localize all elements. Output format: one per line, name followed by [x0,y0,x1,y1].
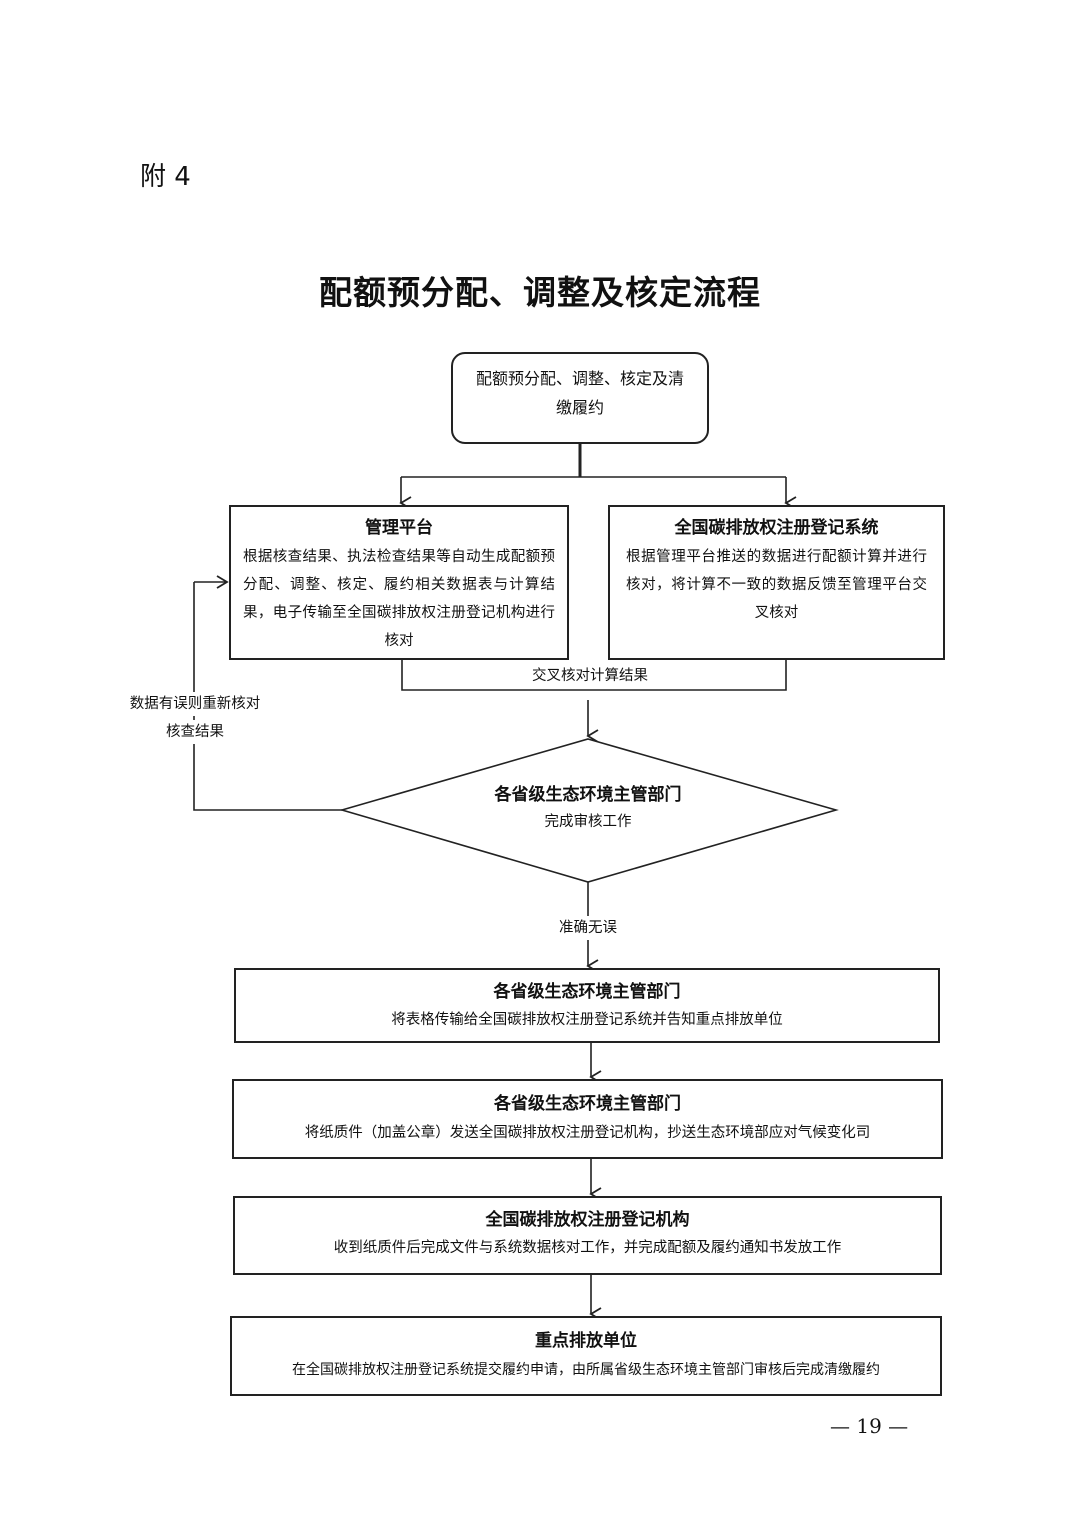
connector-merge-bracket [401,659,787,691]
start-node-text: 配额预分配、调整、核定及清缴履约 [475,369,684,417]
step3-node: 全国碳排放权注册登记机构 收到纸质件后完成文件与系统数据核对工作，并完成配额及履… [233,1196,942,1275]
step4-text: 在全国碳排放权注册登记系统提交履约申请，由所属省级生态环境主管部门审核后完成清缴… [292,1362,880,1378]
step3-text: 收到纸质件后完成文件与系统数据核对工作，并完成配额及履约通知书发放工作 [333,1240,842,1256]
start-node: 配额预分配、调整、核定及清缴履约 [451,352,709,444]
accurate-label: 准确无误 [530,916,646,940]
page-number: — 19 — [830,1414,909,1438]
platform-node: 管理平台 根据核查结果、执法检查结果等自动生成配额预分配、调整、核定、履约相关数… [229,505,569,660]
step4-title: 重点排放单位 [535,1331,637,1351]
cross-check-label: 交叉核对计算结果 [532,668,648,684]
decision-title: 各省级生态环境主管部门 [494,785,682,805]
page-title: 配额预分配、调整及核定流程 [319,273,761,312]
annex-label: 附 4 [140,162,191,192]
step1-title: 各省级生态环境主管部门 [493,982,681,1002]
feedback-label-line1: 数据有误则重新核对 [110,692,280,716]
decision-text: 完成审核工作 [544,814,632,830]
step2-text: 将纸质件（加盖公章）发送全国碳排放权注册登记机构，抄送生态环境部应对气候变化司 [304,1125,871,1141]
feedback-loop-line [193,582,342,811]
step4-node: 重点排放单位 在全国碳排放权注册登记系统提交履约申请，由所属省级生态环境主管部门… [230,1316,942,1396]
step1-node: 各省级生态环境主管部门 将表格传输给全国碳排放权注册登记系统并告知重点排放单位 [234,968,940,1043]
platform-title: 管理平台 [365,518,433,538]
registry-system-node: 全国碳排放权注册登记系统 根据管理平台推送的数据进行配额计算并进行核对，将计算不… [608,505,945,660]
step2-title: 各省级生态环境主管部门 [494,1094,681,1114]
feedback-label-line2: 核查结果 [110,720,280,744]
platform-text: 根据核查结果、执法检查结果等自动生成配额预分配、调整、核定、履约相关数据表与计算… [243,549,555,649]
step3-title: 全国碳排放权注册登记机构 [485,1210,690,1230]
registry-system-title: 全国碳排放权注册登记系统 [674,518,879,538]
step2-node: 各省级生态环境主管部门 将纸质件（加盖公章）发送全国碳排放权注册登记机构，抄送生… [232,1079,943,1159]
step1-text: 将表格传输给全国碳排放权注册登记系统并告知重点排放单位 [391,1012,783,1028]
registry-system-text: 根据管理平台推送的数据进行配额计算并进行核对，将计算不一致的数据反馈至管理平台交… [626,549,927,621]
